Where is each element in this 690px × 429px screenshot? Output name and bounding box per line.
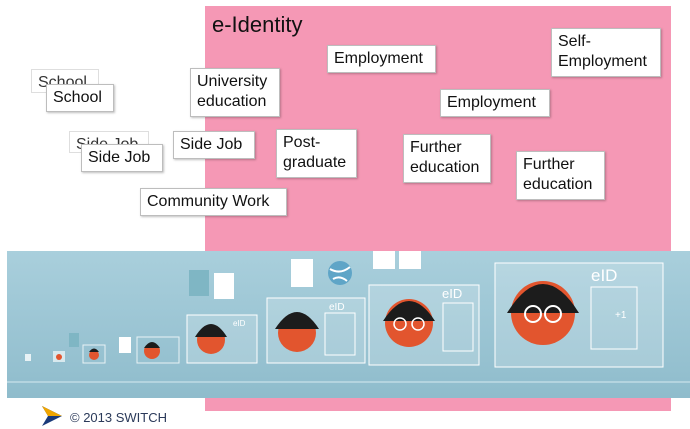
doc-white-2 (291, 259, 313, 287)
employment-card: Employment (327, 45, 436, 73)
tiny-portrait-1 (25, 354, 31, 361)
globe-icon (328, 261, 352, 285)
small-frame-2 (136, 336, 180, 364)
copyright-text: © 2013 SWITCH (70, 410, 167, 425)
svg-text:+1: +1 (615, 310, 627, 321)
svg-text:eID: eID (591, 266, 617, 285)
side-job-card: Side Job (81, 144, 163, 172)
tiny-face-2 (56, 354, 62, 360)
doc-white-3 (373, 251, 395, 269)
svg-text:eID: eID (329, 302, 345, 313)
doc-teal-1 (189, 270, 209, 296)
small-doc-1 (69, 333, 79, 347)
school-card: School (46, 84, 114, 112)
postgraduate-card: Post- graduate (276, 129, 357, 178)
further-education-card: Further education (403, 134, 491, 183)
university-card: University education (190, 68, 280, 117)
further-education-card-2: Further education (516, 151, 605, 200)
side-job-card-2: Side Job (173, 131, 255, 159)
doc-white-1 (214, 273, 234, 299)
svg-text:eID: eID (233, 319, 246, 328)
self-employment-card: Self- Employment (551, 28, 661, 77)
community-work-card: Community Work (140, 188, 287, 216)
small-frame-1 (82, 344, 106, 364)
employment-card-2: Employment (440, 89, 550, 117)
timeline-illustration: eID eID eID eID +1 (7, 251, 690, 398)
timeline-drawing: eID eID eID eID +1 (7, 251, 690, 383)
e-identity-title: e-Identity (212, 12, 303, 37)
small-doc-2 (119, 337, 131, 353)
switch-logo-icon (42, 406, 62, 426)
svg-text:eID: eID (442, 286, 462, 301)
small-face-1 (89, 350, 99, 360)
doc-white-4 (399, 251, 421, 269)
